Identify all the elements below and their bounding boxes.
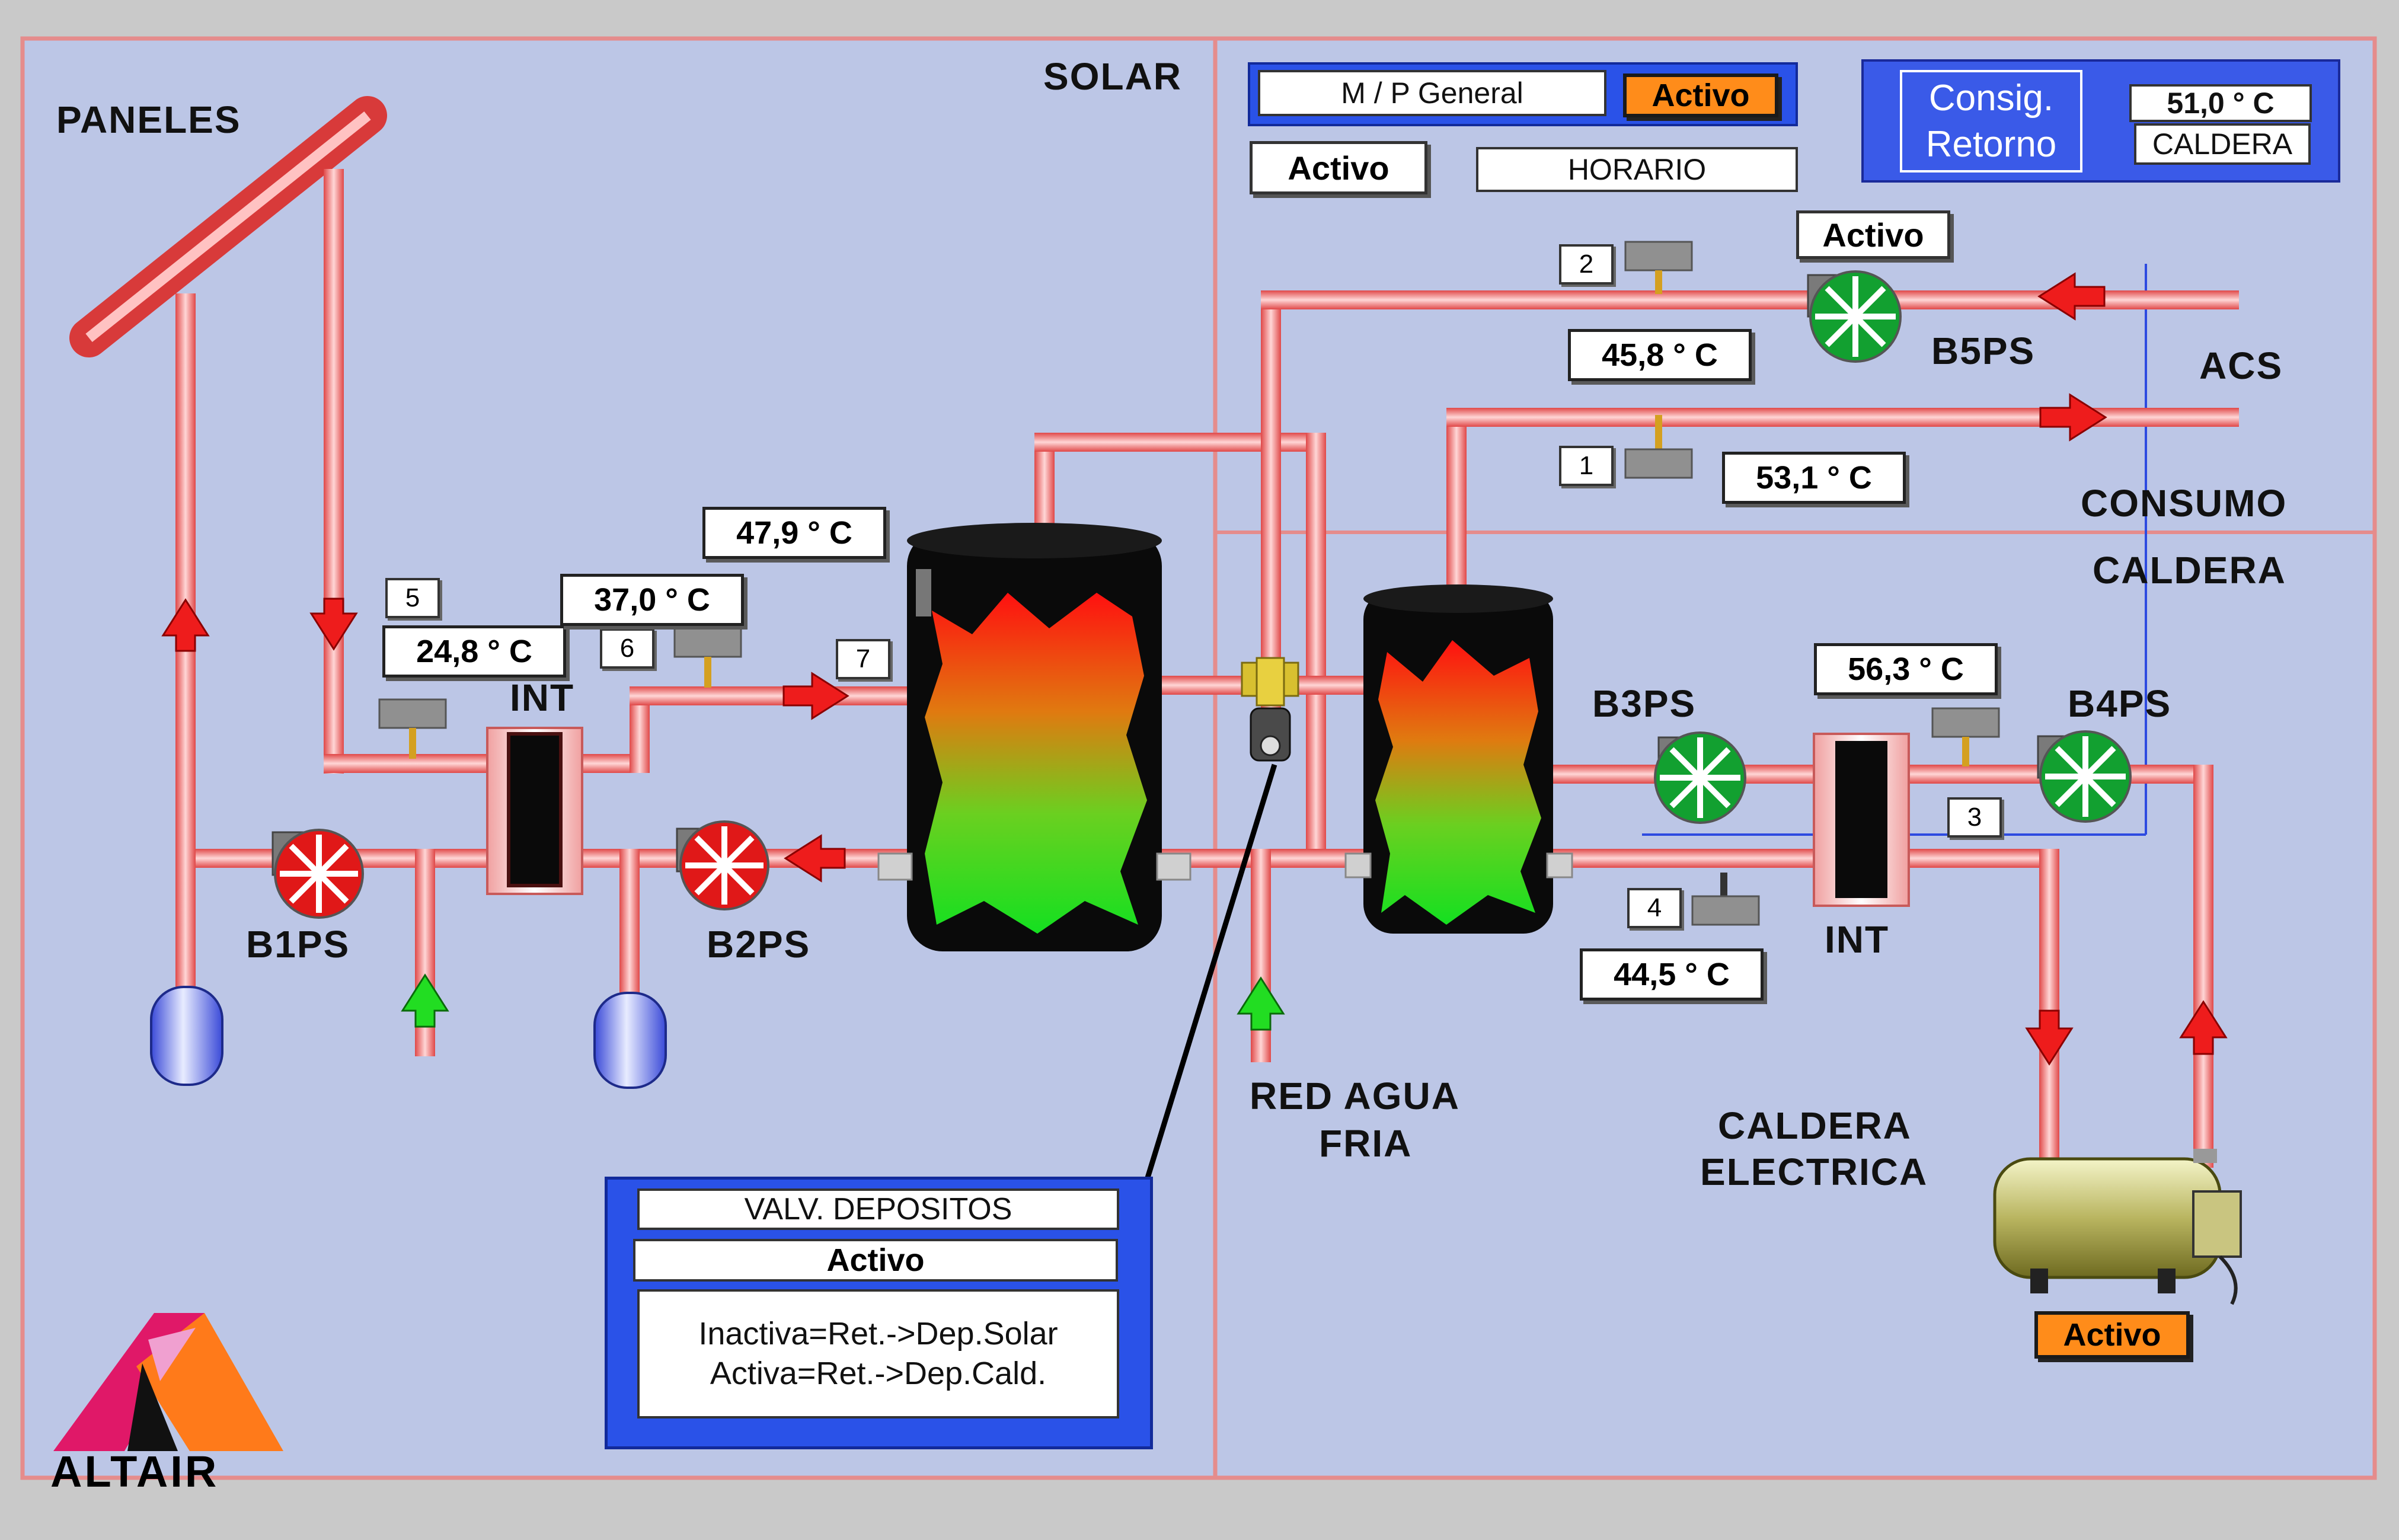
temp-readout-2: 45,8 ° C: [1568, 329, 1752, 381]
arrow-left-red: [784, 834, 846, 883]
pump-b4[interactable]: [2037, 730, 2132, 823]
arrow-up-red: [2179, 1000, 2228, 1055]
temp-readout-5: 24,8 ° C: [382, 625, 566, 678]
expansion-vessel-1: [150, 986, 223, 1086]
pump-b1[interactable]: [271, 829, 364, 919]
sensor-id-1: 1: [1559, 446, 1614, 486]
sensor-id-6: 6: [600, 628, 654, 669]
arrow-right-red: [2039, 393, 2107, 442]
consigna-target: CALDERA: [2134, 123, 2311, 165]
b5-status-button[interactable]: Activo: [1796, 210, 1950, 259]
arrow-down-red: [2025, 1009, 2074, 1066]
consigna-value[interactable]: 51,0 ° C: [2129, 84, 2312, 122]
valve-callout-line: [1144, 763, 1277, 1181]
valve-status-button[interactable]: Activo: [633, 1239, 1118, 1282]
pump-label-b4: B4PS: [2068, 682, 2172, 725]
sensor-id-7: 7: [836, 639, 890, 679]
schedule-button[interactable]: HORARIO: [1476, 147, 1798, 192]
heat-exchanger-caldera: [1813, 733, 1910, 907]
valve-info-line-1: Inactiva=Ret.->Dep.Solar: [698, 1315, 1058, 1352]
valve-title: VALV. DEPOSITOS: [637, 1188, 1119, 1230]
caldera-status-button[interactable]: Activo: [2034, 1311, 2190, 1359]
pump-b3[interactable]: [1654, 731, 1746, 824]
label-caldera-electrica-1: CALDERA: [1718, 1104, 1912, 1147]
general-label: M / P General: [1258, 70, 1606, 116]
exchanger-label-solar: INT: [510, 676, 575, 719]
sensor-1-probe: [1624, 415, 1693, 479]
pump-label-b2: B2PS: [707, 923, 811, 966]
sensor-2-probe: [1624, 241, 1693, 294]
label-red-agua: RED AGUA: [1250, 1075, 1460, 1117]
pump-label-b3: B3PS: [1592, 682, 1697, 725]
solar-storage-tank: [877, 523, 1191, 951]
valve-info-line-2: Activa=Ret.->Dep.Cald.: [710, 1356, 1047, 1391]
pump-label-b5: B5PS: [1931, 330, 2036, 372]
flow-arrows: [161, 272, 2228, 1066]
section-label-caldera: CALDERA: [2093, 549, 2286, 592]
pump-b5[interactable]: [1807, 270, 1902, 363]
sensor-3-probe: [1931, 707, 2000, 766]
arrow-up-green: [1237, 976, 1285, 1031]
mode-status-button[interactable]: Activo: [1250, 141, 1427, 194]
consigna-label-box: Consig. Retorno: [1900, 70, 2082, 172]
temp-readout-4: 44,5 ° C: [1580, 948, 1764, 1001]
electric-boiler[interactable]: [1993, 1149, 2242, 1305]
pump-label-b1: B1PS: [246, 923, 350, 966]
sensor-6-probe: [673, 627, 742, 688]
altair-logo-text: ALTAIR: [50, 1447, 219, 1496]
sensor-5-probe: [378, 698, 447, 759]
arrow-down-red: [309, 598, 358, 651]
label-caldera-electrica-2: ELECTRICA: [1700, 1151, 1928, 1193]
arrow-up-red: [161, 598, 210, 652]
section-label-consumo: CONSUMO: [2081, 482, 2288, 525]
section-label-solar: SOLAR: [1043, 55, 1182, 98]
sensor-id-4: 4: [1627, 888, 1682, 928]
sensor-id-2: 2: [1559, 244, 1614, 285]
temp-readout-1: 53,1 ° C: [1722, 452, 1906, 504]
sensor-id-5: 5: [385, 578, 440, 618]
pump-b2[interactable]: [676, 820, 769, 910]
arrow-left-red: [2037, 272, 2106, 321]
consigna-label-2: Retorno: [1925, 123, 2057, 165]
consigna-label-1: Consig.: [1928, 78, 2054, 119]
sensor-4-probe: [1691, 873, 1760, 926]
temp-readout-6: 37,0 ° C: [560, 574, 744, 626]
arrow-right-red: [782, 672, 849, 720]
altair-logo-mark: [53, 1313, 283, 1451]
caldera-storage-tank: [1344, 584, 1573, 934]
section-label-acs: ACS: [2199, 344, 2283, 387]
expansion-vessel-2: [593, 992, 667, 1089]
solar-panel: [69, 96, 387, 357]
three-way-valve[interactable]: [1241, 657, 1299, 762]
sensor-id-3: 3: [1947, 797, 2002, 838]
label-fria: FRIA: [1319, 1122, 1413, 1165]
valve-info-box: Inactiva=Ret.->Dep.Solar Activa=Ret.->De…: [637, 1289, 1119, 1418]
exchanger-label-caldera: INT: [1825, 918, 1890, 961]
temp-readout-7: 47,9 ° C: [702, 507, 886, 559]
section-label-paneles: PANELES: [56, 98, 241, 141]
arrow-up-green: [401, 973, 449, 1028]
heat-exchanger-solar: [486, 727, 583, 895]
general-status-button[interactable]: Activo: [1623, 74, 1778, 117]
temp-readout-3: 56,3 ° C: [1814, 643, 1998, 695]
